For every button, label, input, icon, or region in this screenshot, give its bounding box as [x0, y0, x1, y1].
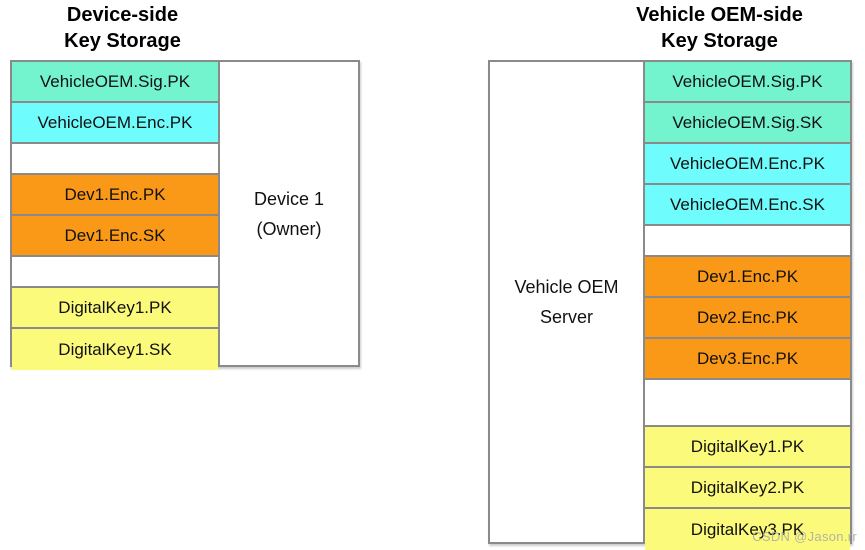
- vehicle-oem-side-title: Vehicle OEM-side Key Storage: [636, 4, 803, 52]
- key-cell-vehicleoem-sig-pk: VehicleOEM.Sig.PK: [645, 62, 850, 103]
- key-cell-vehicleoem-enc-pk: VehicleOEM.Enc.PK: [645, 144, 850, 185]
- key-cell-dev1-enc-pk: Dev1.Enc.PK: [12, 175, 218, 216]
- key-cell-vehicleoem-enc-sk: VehicleOEM.Enc.SK: [645, 185, 850, 226]
- oem-key-column: VehicleOEM.Sig.PK VehicleOEM.Sig.SK Vehi…: [645, 62, 850, 550]
- key-cell-digitalkey1-sk: DigitalKey1.SK: [12, 329, 218, 370]
- device-owner-label: Device 1 (Owner): [253, 188, 325, 239]
- key-cell-empty: [12, 257, 218, 288]
- key-cell-digitalkey2-pk: DigitalKey2.PK: [645, 468, 850, 509]
- key-cell-dev3-enc-pk: Dev3.Enc.PK: [645, 339, 850, 380]
- key-cell-dev2-enc-pk: Dev2.Enc.PK: [645, 298, 850, 339]
- device-side-title: Device-side Key Storage: [64, 4, 181, 52]
- device-side-key-storage-table: VehicleOEM.Sig.PK VehicleOEM.Enc.PK Dev1…: [10, 60, 360, 370]
- key-cell-vehicleoem-enc-pk: VehicleOEM.Enc.PK: [12, 103, 218, 144]
- vehicle-oem-key-storage-table: Vehicle OEM Server VehicleOEM.Sig.PK Veh…: [488, 60, 852, 550]
- key-cell-digitalkey1-pk: DigitalKey1.PK: [645, 427, 850, 468]
- device-key-column: VehicleOEM.Sig.PK VehicleOEM.Enc.PK Dev1…: [12, 62, 220, 370]
- key-cell-digitalkey1-pk: DigitalKey1.PK: [12, 288, 218, 329]
- csdn-watermark: CSDN @Jason.rr: [752, 529, 857, 544]
- key-cell-empty: [645, 380, 850, 427]
- vehicle-oem-server-label: Vehicle OEM Server: [490, 62, 645, 542]
- key-cell-vehicleoem-sig-pk: VehicleOEM.Sig.PK: [12, 62, 218, 103]
- key-cell-vehicleoem-sig-sk: VehicleOEM.Sig.SK: [645, 103, 850, 144]
- key-cell-empty: [645, 226, 850, 257]
- key-cell-digitalkey3-pk: DigitalKey3.PK: [645, 509, 850, 550]
- key-cell-empty: [12, 144, 218, 175]
- key-cell-dev1-enc-pk: Dev1.Enc.PK: [645, 257, 850, 298]
- key-cell-dev1-enc-sk: Dev1.Enc.SK: [12, 216, 218, 257]
